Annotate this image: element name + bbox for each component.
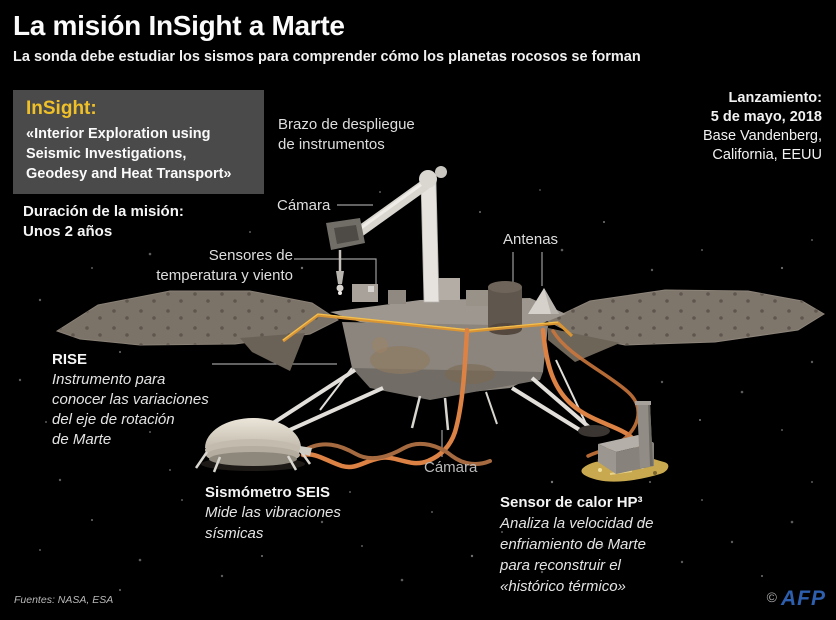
label-camera-bottom: Cámara [424,459,478,476]
launch-date: 5 de mayo, 2018 [710,109,822,125]
insight-box-title: InSight: [26,98,97,119]
copyright-icon: © [766,589,777,605]
seis-tether [300,441,492,466]
launch-info: Lanzamiento: 5 de mayo, 2018 Base Vanden… [703,89,822,165]
mission-duration-label: Duración de la misión: [23,203,184,220]
label-antennas: Antenas [503,231,559,248]
mission-duration: Duración de la misión: Unos 2 años [23,202,184,242]
seis-description: Mide las vibraciones sísmicas [205,504,341,542]
solar-panel-left [55,290,340,371]
robotic-arm [326,166,447,303]
callout-seis: Sismómetro SEIS Mide las vibraciones sís… [205,483,341,544]
page-title: La misión InSight a Marte [13,10,345,41]
rise-title: RISE [52,351,88,368]
label-camera-top: Cámara [277,197,331,214]
wind-sensor [368,286,374,292]
launch-title: Lanzamiento: [728,90,822,106]
cable-to-seis [300,327,470,470]
afp-logo: ©AFP [767,587,826,611]
hp3-title: Sensor de calor HP³ [500,494,643,511]
afp-logo-text: AFP [781,587,826,610]
callout-rise: RISE Instrumento para conocer las variac… [52,350,209,450]
foot-pad-right [578,425,610,437]
mission-duration-value: Unos 2 años [23,223,113,240]
grapple [336,250,344,295]
insight-box-definition: «Interior Exploration using Seismic Inve… [26,126,232,182]
starfield [18,189,814,592]
hp3-description: Analiza la velocidad de enfriamiento de … [500,515,654,595]
label-deployment-arm: Brazo de despliegue de instrumentos [278,116,415,153]
page-subtitle: La sonda debe estudiar los sismos para c… [13,49,641,65]
lander-body [282,278,574,400]
insight-definition-box: InSight: «Interior Exploration using Sei… [13,90,264,194]
solar-panel-right [546,289,825,362]
seis-title: Sismómetro SEIS [205,484,331,501]
antenna-cone [528,288,559,314]
callout-hp3: Sensor de calor HP³ Analiza la velocidad… [500,493,653,597]
leader-sensors [294,258,377,292]
seis-dome [194,418,312,473]
launch-site: Base Vandenberg, California, EEUU [702,128,822,163]
arm-camera [326,218,365,250]
label-temp-wind-sensors: Sensores de temperatura y viento [156,247,293,284]
rise-description: Instrumento para conocer las variaciones… [52,371,209,448]
hp3-probe [581,401,669,482]
sources-credit: Fuentes: NASA, ESA [14,594,114,606]
leader-lines [212,204,543,457]
